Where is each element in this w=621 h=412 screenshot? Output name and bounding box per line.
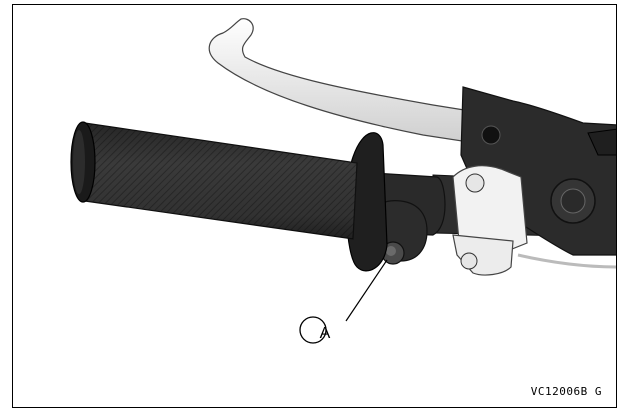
- handlebar-illustration: [70, 18, 616, 344]
- clamp-bolt-upper: [465, 173, 485, 193]
- callout-label-a: A: [319, 325, 331, 342]
- clutch-lever: [208, 18, 484, 144]
- figure-code: VC12006B G: [530, 385, 602, 398]
- clamp-bolt-lower: [460, 252, 478, 270]
- clamp-lower: [452, 234, 514, 276]
- callout-leader-a: [345, 259, 388, 322]
- perch-bolt: [481, 125, 501, 145]
- lever-cable: [517, 253, 616, 269]
- illustration-frame: A VC12006B G: [12, 4, 617, 408]
- callout-circle-a: [299, 316, 327, 344]
